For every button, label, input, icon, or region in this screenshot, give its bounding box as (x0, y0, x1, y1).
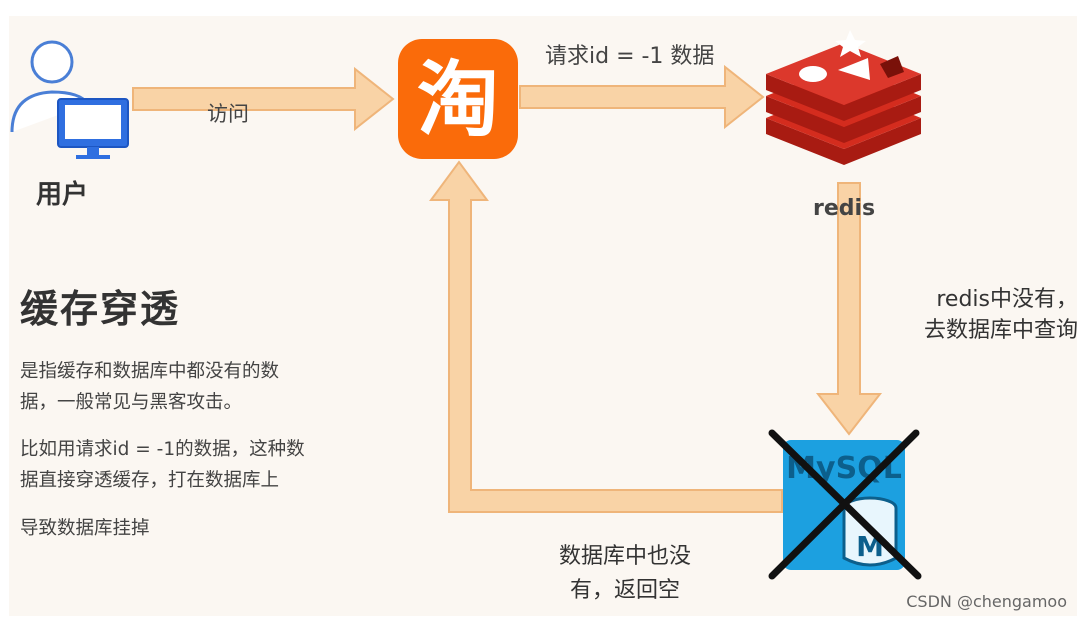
watermark: CSDN @chengamoo (906, 592, 1067, 611)
arrow-user-to-taobao (132, 66, 395, 132)
redis-icon (766, 30, 921, 165)
db-empty-line-1: 数据库中也没 (558, 544, 691, 569)
description-2: 比如用请求id = -1的数据，这种数 据直接穿透缓存，打在数据库上 (20, 434, 390, 496)
description-1-line-2: 据，一般常见与黑客攻击。 (20, 392, 243, 413)
taobao-glyph: 淘 (417, 53, 499, 148)
taobao-icon: 淘 (398, 39, 518, 159)
monitor-icon (57, 98, 129, 159)
arrow-mysql-to-taobao (429, 160, 783, 513)
access-label: 访问 (207, 102, 249, 126)
redis-miss-line-2: 去数据库中查询 (923, 318, 1077, 343)
description-1: 是指缓存和数据库中都没有的数 据，一般常见与黑客攻击。 (20, 356, 390, 418)
redis-miss-line-1: redis中没有， (936, 287, 1077, 312)
user-label: 用户 (36, 180, 89, 210)
cross-icon (768, 429, 922, 580)
redis-label: redis (813, 196, 876, 221)
description-2-line-1: 比如用请求id = -1的数据，这种数 (20, 439, 305, 460)
description-1-line-1: 是指缓存和数据库中都没有的数 (20, 361, 280, 382)
db-empty-label: 数据库中也没 有，返回空 (530, 540, 720, 608)
arrow-redis-to-mysql (815, 182, 883, 436)
redis-miss-label: redis中没有， 去数据库中查询 (878, 284, 1077, 346)
arrow-taobao-to-redis (519, 64, 765, 130)
db-empty-line-2: 有，返回空 (569, 578, 680, 603)
description-3: 导致数据库挂掉 (20, 518, 150, 539)
description-2-line-2: 据直接穿透缓存，打在数据库上 (20, 470, 280, 491)
diagram-title: 缓存穿透 (20, 287, 181, 331)
request-label: 请求id = -1 数据 (545, 44, 715, 69)
